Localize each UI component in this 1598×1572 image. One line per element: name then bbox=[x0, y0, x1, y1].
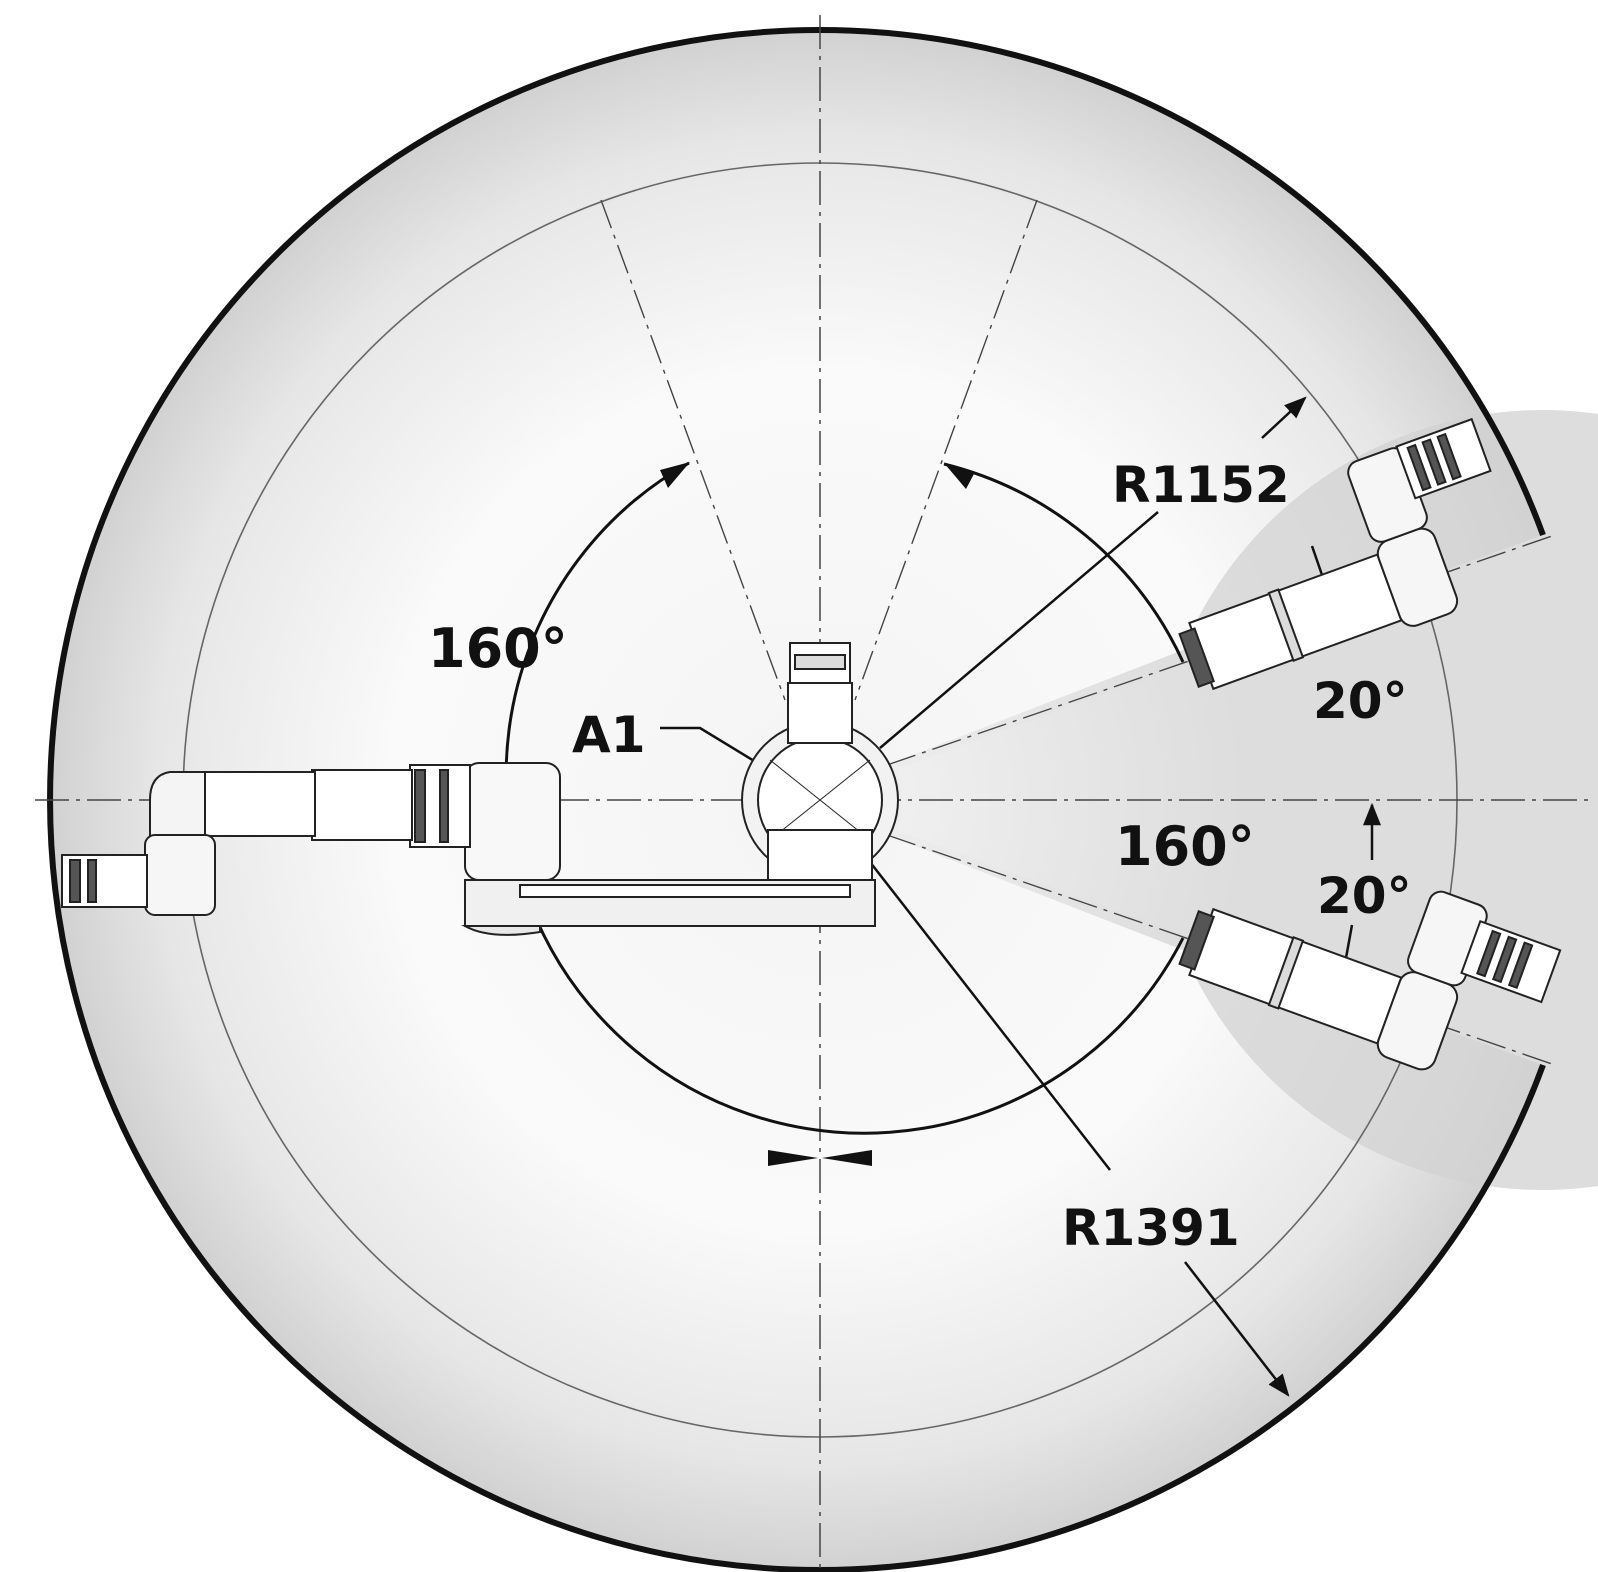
robot-lower-right-arm bbox=[1178, 890, 1562, 1071]
angle-160-arc-right bbox=[943, 462, 1185, 663]
r1391-leader-line bbox=[869, 861, 1111, 1171]
label-angle-20-upper: 20° bbox=[1313, 672, 1408, 730]
arc-arrowhead-bottom-left bbox=[768, 1150, 818, 1166]
label-r1152: R1152 bbox=[1112, 456, 1290, 514]
arc-arrowhead-bottom-right bbox=[822, 1150, 872, 1166]
r1152-leader-line bbox=[879, 511, 1159, 749]
arc-arrowhead-upper-right bbox=[944, 463, 975, 489]
arc-arrowhead-upper-left bbox=[660, 462, 690, 488]
r1152-dimension-arrow bbox=[1261, 396, 1307, 439]
label-angle-160-left: 160° bbox=[428, 617, 568, 680]
sector-line-right bbox=[854, 199, 1038, 701]
robot-left-arm bbox=[61, 762, 876, 936]
robot-upper-right-arm bbox=[1178, 417, 1492, 691]
r1391-dimension-arrow bbox=[1184, 1261, 1290, 1397]
label-r1391: R1391 bbox=[1062, 1199, 1240, 1257]
angle-160-arc bbox=[504, 461, 1185, 1135]
label-angle-20-lower: 20° bbox=[1317, 867, 1412, 925]
label-a1: A1 bbox=[572, 706, 646, 764]
robot-base bbox=[741, 642, 899, 881]
label-angle-160-right: 160° bbox=[1115, 815, 1255, 878]
sector-line-left bbox=[600, 199, 786, 701]
